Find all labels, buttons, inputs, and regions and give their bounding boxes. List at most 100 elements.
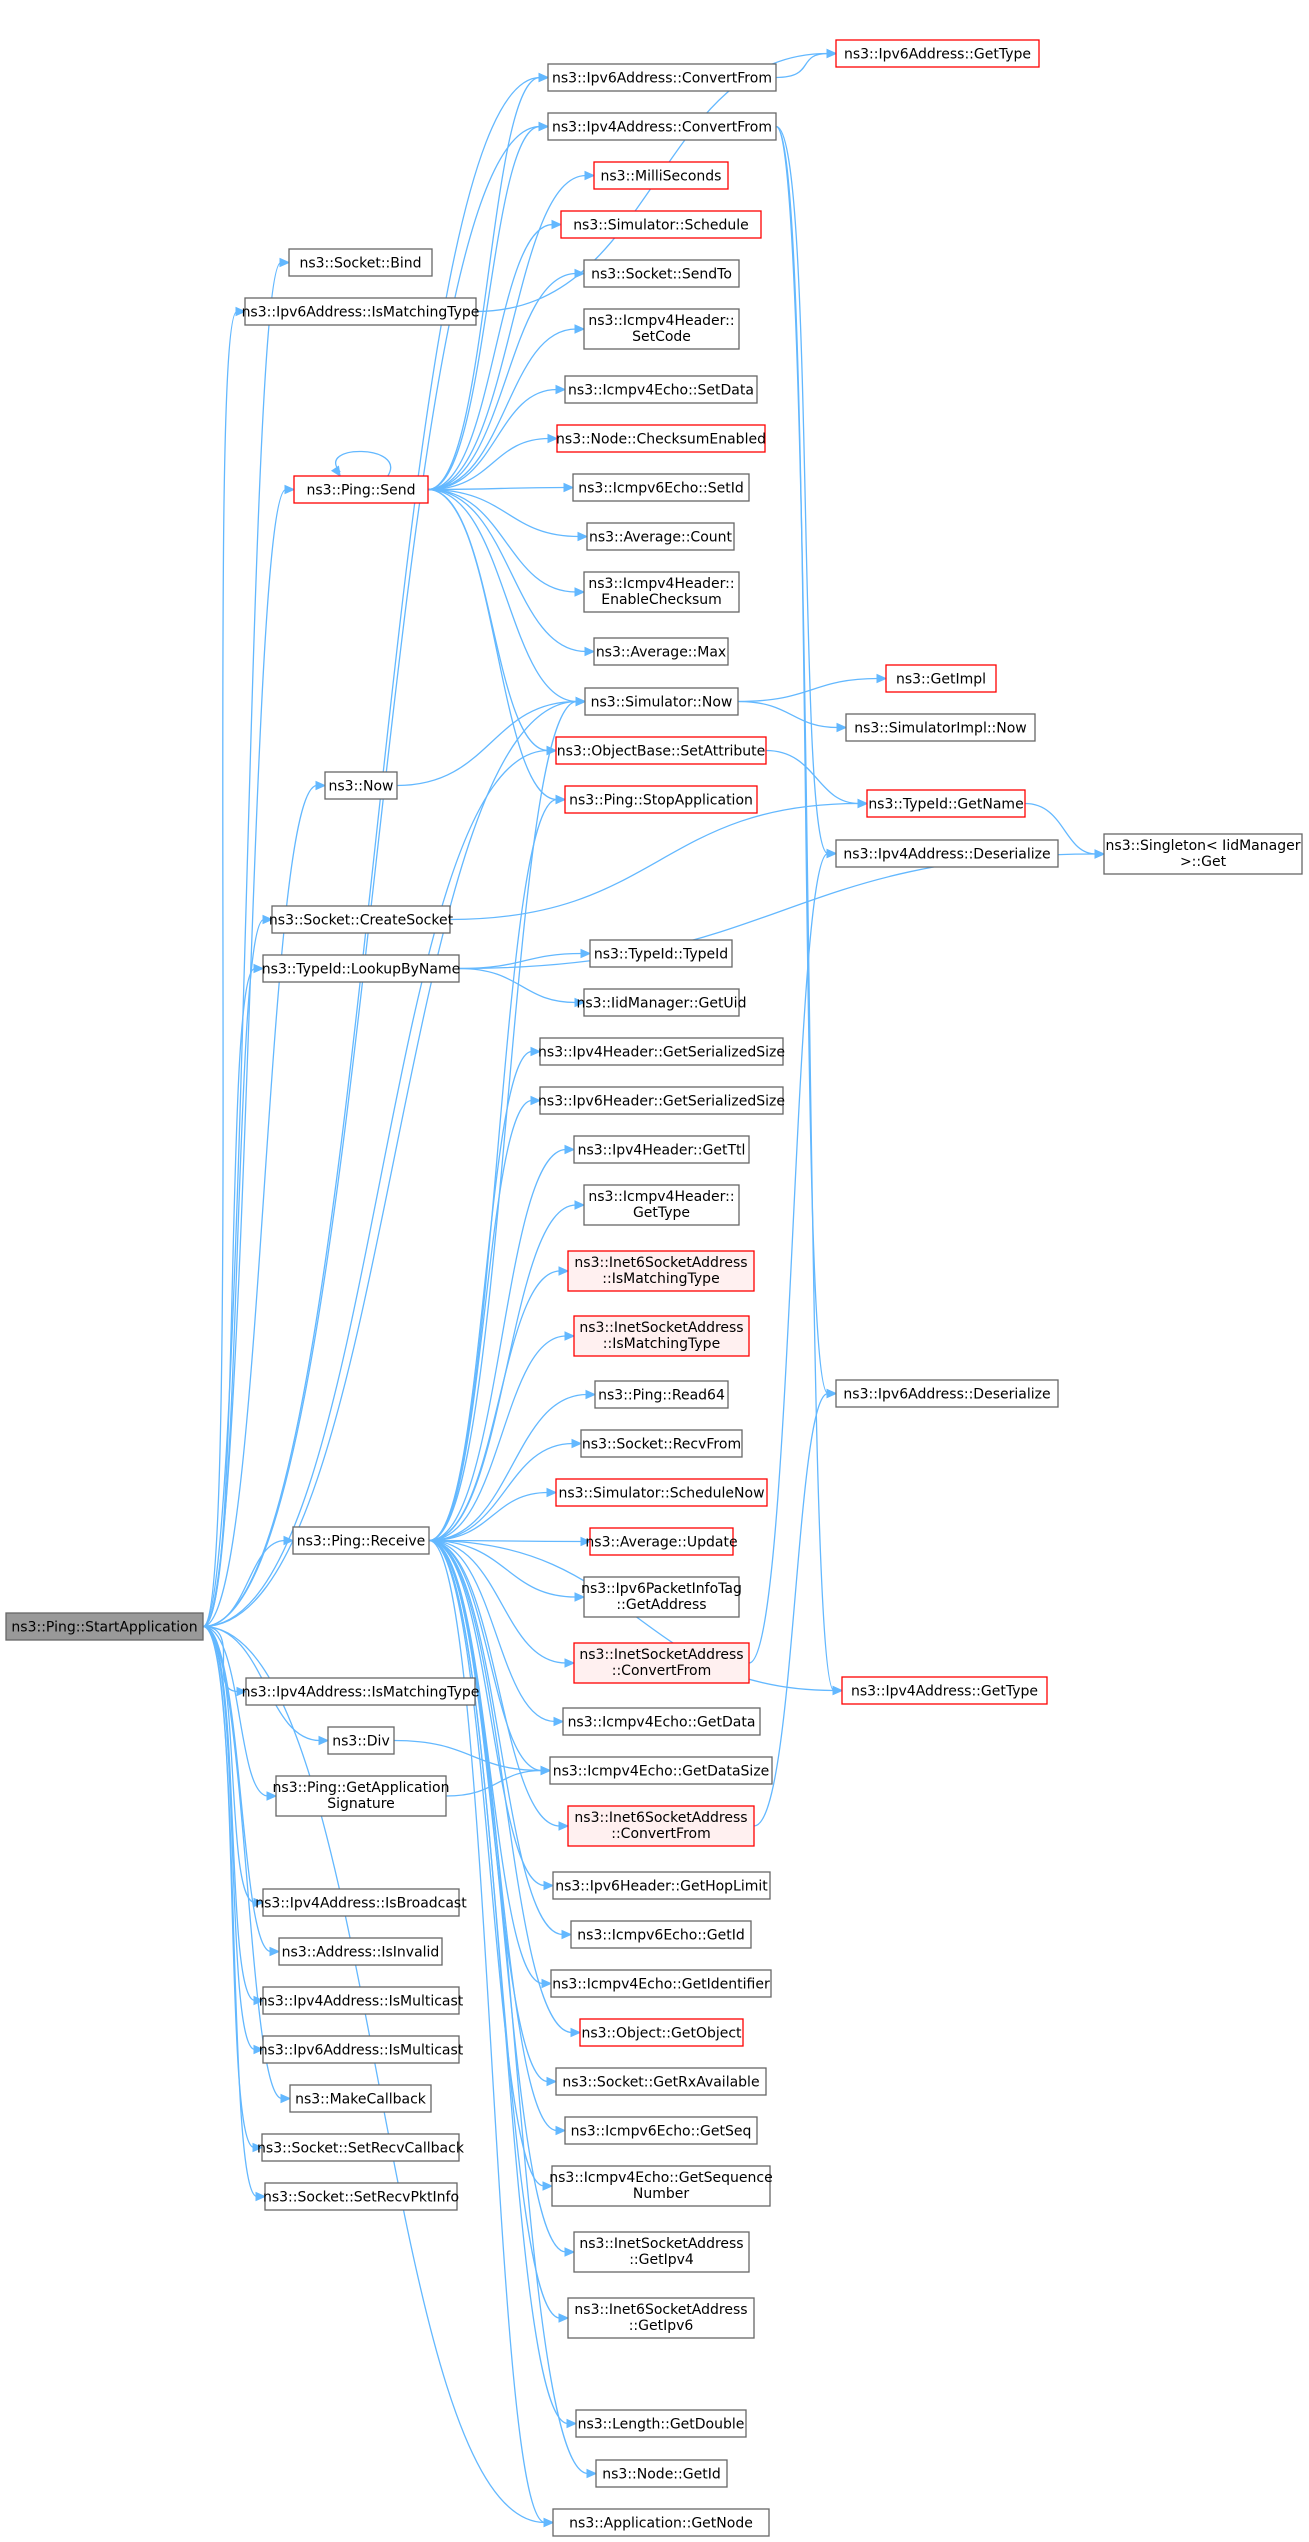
node-milliseconds[interactable]: ns3::MilliSeconds (593, 161, 729, 190)
node-inet6sock_convertfrom[interactable]: ns3::Inet6SocketAddress::ConvertFrom (567, 1805, 755, 1847)
node-ipv4addr_ismatch[interactable]: ns3::Ipv4Address::IsMatchingType (242, 1677, 480, 1706)
node-label-line: ns3::Ipv4Header::GetTtl (578, 1143, 746, 1159)
node-ipv4hdr_getttl[interactable]: ns3::Ipv4Header::GetTtl (573, 1135, 750, 1164)
node-box (555, 2067, 767, 2096)
node-inet6sock_ismatch[interactable]: ns3::Inet6SocketAddress::IsMatchingType (567, 1250, 755, 1292)
node-ipv6addr_ismulticast[interactable]: ns3::Ipv6Address::IsMulticast (259, 2035, 464, 2064)
node-ipv4addr_convertfrom[interactable]: ns3::Ipv4Address::ConvertFrom (547, 112, 777, 141)
node-label-line: ::IsMatchingType (602, 1271, 719, 1287)
node-ipv6pkt_getaddr[interactable]: ns3::Ipv6PacketInfoTag::GetAddress (581, 1576, 742, 1618)
node-address_isinvalid[interactable]: ns3::Address::IsInvalid (278, 1937, 443, 1966)
node-socket_getrxavail[interactable]: ns3::Socket::GetRxAvailable (555, 2067, 767, 2096)
edge-line (335, 450, 392, 477)
node-box (570, 1920, 752, 1949)
node-ipv6hdr_gethoplimit[interactable]: ns3::Ipv6Header::GetHopLimit (552, 1871, 771, 1900)
node-typeid_typeid[interactable]: ns3::TypeId::TypeId (589, 939, 733, 968)
node-icmpv4echo_setdata[interactable]: ns3::Icmpv4Echo::SetData (564, 375, 758, 404)
node-label-line: ns3::Socket::SetRecvCallback (257, 2141, 465, 2157)
node-box (262, 1888, 460, 1917)
node-socket_recvfrom[interactable]: ns3::Socket::RecvFrom (580, 1429, 743, 1458)
node-sim_schedulenow[interactable]: ns3::Simulator::ScheduleNow (555, 1478, 768, 1507)
node-inetsock_getipv4[interactable]: ns3::InetSocketAddress::GetIpv4 (573, 2231, 750, 2273)
node-inetsock_ismatch[interactable]: ns3::InetSocketAddress::IsMatchingType (573, 1315, 750, 1357)
node-socket_setrecvpkt[interactable]: ns3::Socket::SetRecvPktInfo (263, 2182, 459, 2211)
node-socket_sendto[interactable]: ns3::Socket::SendTo (583, 259, 740, 288)
node-ipv6addr_gettype[interactable]: ns3::Ipv6Address::GetType (835, 39, 1040, 68)
node-sim_now[interactable]: ns3::Simulator::Now (584, 687, 739, 716)
edge-line (427, 486, 566, 491)
node-ipv4addr_isbroadcast[interactable]: ns3::Ipv4Address::IsBroadcast (255, 1888, 467, 1917)
node-icmpv6echo_setid[interactable]: ns3::Icmpv6Echo::SetId (572, 473, 750, 502)
call-edge-ping_receive-to-object_getobject (428, 1539, 582, 2038)
node-objbase_setattr[interactable]: ns3::ObjectBase::SetAttribute (555, 736, 767, 765)
node-ns3_now[interactable]: ns3::Now (324, 771, 398, 800)
call-edge-ping_receive-to-inetsock_ismatch (428, 1331, 576, 1542)
edge-line (775, 125, 835, 1692)
node-icmpv4echo_getident[interactable]: ns3::Icmpv4Echo::GetIdentifier (550, 1969, 772, 1998)
node-socket_setrecvcb[interactable]: ns3::Socket::SetRecvCallback (257, 2133, 465, 2162)
node-node_getid[interactable]: ns3::Node::GetId (595, 2459, 728, 2488)
node-box (572, 473, 750, 502)
node-ping_send[interactable]: ns3::Ping::Send (293, 475, 429, 504)
node-typeid_lookup[interactable]: ns3::TypeId::LookupByName (262, 954, 460, 983)
node-icmpv4hdr_setcode[interactable]: ns3::Icmpv4Header::SetCode (583, 308, 740, 350)
node-sim_schedule[interactable]: ns3::Simulator::Schedule (560, 210, 762, 239)
node-ns3_div[interactable]: ns3::Div (327, 1726, 395, 1755)
node-typeid_getname[interactable]: ns3::TypeId::GetName (866, 789, 1026, 818)
node-box (573, 1135, 750, 1164)
node-singleton_get[interactable]: ns3::Singleton< IidManager >::Get (1103, 833, 1303, 875)
node-ipv4addr_gettype[interactable]: ns3::Ipv4Address::GetType (841, 1676, 1048, 1705)
node-label-line: ns3::Inet6SocketAddress (574, 2302, 747, 2318)
node-object_getobject[interactable]: ns3::Object::GetObject (579, 2018, 744, 2047)
node-make_callback[interactable]: ns3::MakeCallback (289, 2084, 432, 2113)
node-node_checksum[interactable]: ns3::Node::ChecksumEnabled (556, 424, 766, 453)
node-inet6sock_getipv6[interactable]: ns3::Inet6SocketAddress::GetIpv6 (567, 2297, 755, 2339)
node-icmpv4echo_getdata[interactable]: ns3::Icmpv4Echo::GetData (562, 1707, 761, 1736)
arrowhead (857, 798, 869, 809)
node-app_getnode[interactable]: ns3::Application::GetNode (552, 2508, 770, 2537)
node-ipv6addr_ismatch[interactable]: ns3::Ipv6Address::IsMatchingType (242, 297, 480, 326)
call-edge-ping_receive-to-node_getid (428, 1539, 598, 2479)
node-simimpl_now[interactable]: ns3::SimulatorImpl::Now (845, 713, 1036, 742)
node-ping_read64[interactable]: ns3::Ping::Read64 (594, 1380, 729, 1409)
node-ipv4addr_deserialize[interactable]: ns3::Ipv4Address::Deserialize (835, 839, 1059, 868)
node-iidmgr_getuid[interactable]: ns3::IidManager::GetUid (577, 988, 747, 1017)
node-label-line: ns3::TypeId::GetName (868, 797, 1023, 813)
node-ipv6addr_deserialize[interactable]: ns3::Ipv6Address::Deserialize (835, 1379, 1059, 1408)
edge-line (202, 700, 578, 1628)
edge-line (427, 388, 558, 491)
node-ipv4hdr_getsersize[interactable]: ns3::Ipv4Header::GetSerializedSize (538, 1037, 785, 1066)
arrowhead (571, 1438, 583, 1449)
node-box (593, 161, 729, 190)
node-label-line: ns3::Icmpv4Header:: (588, 576, 734, 592)
node-icmpv4hdr_enablechk[interactable]: ns3::Icmpv4Header::EnableChecksum (583, 571, 740, 613)
edge-line (458, 967, 577, 1004)
node-ipv6addr_convertfrom[interactable]: ns3::Ipv6Address::ConvertFrom (547, 63, 777, 92)
node-average_count[interactable]: ns3::Average::Count (586, 522, 735, 551)
node-socket_create[interactable]: ns3::Socket::CreateSocket (269, 905, 454, 934)
edge-line (428, 1148, 567, 1542)
arrowhead (826, 1388, 838, 1399)
node-icmpv4echo_getdatasize[interactable]: ns3::Icmpv4Echo::GetDataSize (549, 1756, 773, 1785)
node-ipv4addr_ismulticast[interactable]: ns3::Ipv4Address::IsMulticast (259, 1986, 464, 2015)
node-socket_bind[interactable]: ns3::Socket::Bind (288, 248, 433, 277)
node-ping_stopapp[interactable]: ns3::Ping::StopApplication (564, 785, 758, 814)
edge-line (428, 1050, 533, 1542)
node-average_update[interactable]: ns3::Average::Update (585, 1527, 738, 1556)
node-root[interactable]: ns3::Ping::StartApplication (5, 1612, 204, 1641)
node-getimpl[interactable]: ns3::GetImpl (885, 664, 997, 693)
node-length_getdouble[interactable]: ns3::Length::GetDouble (575, 2409, 747, 2438)
node-icmpv6echo_getid[interactable]: ns3::Icmpv6Echo::GetId (570, 1920, 752, 1949)
node-ipv6hdr_getsersize[interactable]: ns3::Ipv6Header::GetSerializedSize (538, 1086, 785, 1115)
node-inetsock_convertfrom[interactable]: ns3::InetSocketAddress::ConvertFrom (573, 1642, 750, 1684)
node-ping_receive[interactable]: ns3::Ping::Receive (292, 1526, 430, 1555)
node-box (583, 308, 740, 350)
node-average_max[interactable]: ns3::Average::Max (593, 637, 729, 666)
node-icmpv4hdr_gettype[interactable]: ns3::Icmpv4Header::GetType (583, 1184, 740, 1226)
edge-line (428, 1270, 561, 1542)
edge-line (428, 1539, 569, 2425)
node-label-line: ns3::Now (329, 779, 394, 795)
node-icmpv6echo_getseq[interactable]: ns3::Icmpv6Echo::GetSeq (564, 2116, 758, 2145)
